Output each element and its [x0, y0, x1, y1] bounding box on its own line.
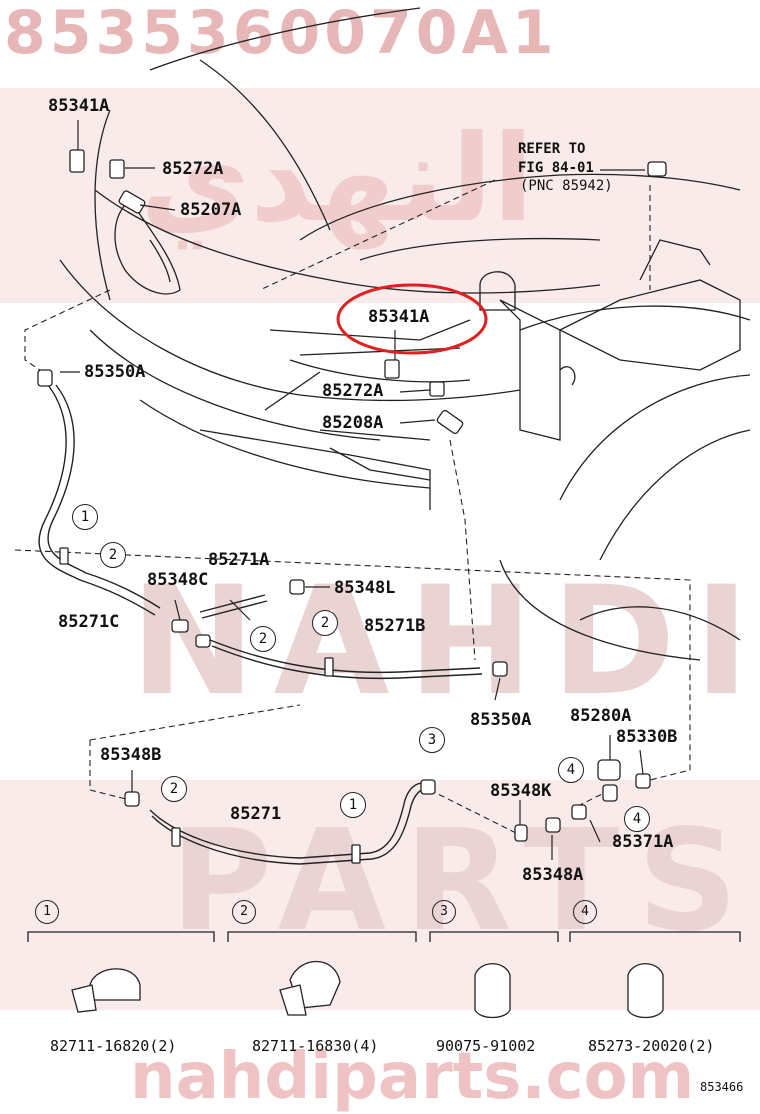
legend-item-3: 90075-91002 [436, 1037, 535, 1055]
watermark-part-number: 8535360070A1 [4, 0, 558, 68]
watermark-site: nahdiparts.com [130, 1040, 695, 1114]
callout-circle: 1 [72, 504, 98, 530]
label-85341A-highlighted: 85341A [368, 307, 430, 327]
legend-num-circle: 4 [573, 900, 597, 924]
label-85271C: 85271C [58, 612, 120, 632]
label-85272A-top: 85272A [162, 159, 224, 179]
label-85371A: 85371A [612, 832, 674, 852]
reference-note-line3: (PNC 85942) [520, 178, 613, 194]
legend-item-4: 85273-20020(2) [588, 1037, 714, 1055]
callout-circle: 2 [161, 776, 187, 802]
solid-leaders [60, 120, 645, 860]
label-85350A-left: 85350A [84, 362, 146, 382]
legend-clip-drawings [71, 960, 664, 1019]
callout-circle: 3 [419, 727, 445, 753]
label-85348K: 85348K [490, 781, 552, 801]
callout-circle: 4 [624, 806, 650, 832]
label-85348L: 85348L [334, 578, 396, 598]
legend-part-number: 90075-91002 [436, 1037, 536, 1055]
label-85348B: 85348B [100, 745, 162, 765]
vehicle-body-outline [59, 7, 751, 661]
legend-part-number: 85273-20020 [588, 1037, 688, 1055]
hoses [38, 384, 483, 865]
figure-code: 853466 [700, 1080, 744, 1094]
legend-num-circle: 2 [232, 900, 256, 924]
label-85341A-top: 85341A [48, 96, 110, 116]
legend-brackets [27, 931, 741, 942]
label-85350A-mid: 85350A [470, 710, 532, 730]
label-85348C: 85348C [147, 570, 209, 590]
callout-circle: 4 [558, 757, 584, 783]
legend-item-1: 82711-16820(2) [50, 1037, 176, 1055]
label-85271A: 85271A [208, 550, 270, 570]
watermark-arabic: النهدي [140, 110, 534, 249]
callout-circle: 2 [250, 626, 276, 652]
legend-part-number: 82711-16830 [252, 1037, 352, 1055]
label-85280A: 85280A [570, 706, 632, 726]
label-85271: 85271 [230, 804, 282, 824]
legend-quantity: (4) [351, 1037, 379, 1055]
label-85208A: 85208A [322, 413, 384, 433]
watermark-brand-top: NAHDI [130, 555, 760, 729]
legend-num-circle: 1 [35, 900, 59, 924]
connectors [37, 149, 667, 864]
callout-circle: 1 [340, 792, 366, 818]
legend-quantity: (2) [687, 1037, 715, 1055]
highlight-ellipse [336, 283, 488, 355]
label-85207A: 85207A [180, 200, 242, 220]
reference-note-line1: REFER TO [518, 141, 586, 157]
callout-circle: 2 [100, 542, 126, 568]
legend-quantity: (2) [149, 1037, 177, 1055]
callout-circle: 2 [312, 610, 338, 636]
label-85330B: 85330B [616, 727, 678, 747]
legend-item-2: 82711-16830(4) [252, 1037, 378, 1055]
label-85272A-mid: 85272A [322, 381, 384, 401]
dashed-leaders [14, 179, 691, 836]
legend-num-circle: 3 [432, 900, 456, 924]
legend-part-number: 82711-16820 [50, 1037, 150, 1055]
label-85271B: 85271B [364, 616, 426, 636]
label-85348A: 85348A [522, 865, 584, 885]
reference-note-line2: FIG 84-01 [518, 160, 594, 176]
